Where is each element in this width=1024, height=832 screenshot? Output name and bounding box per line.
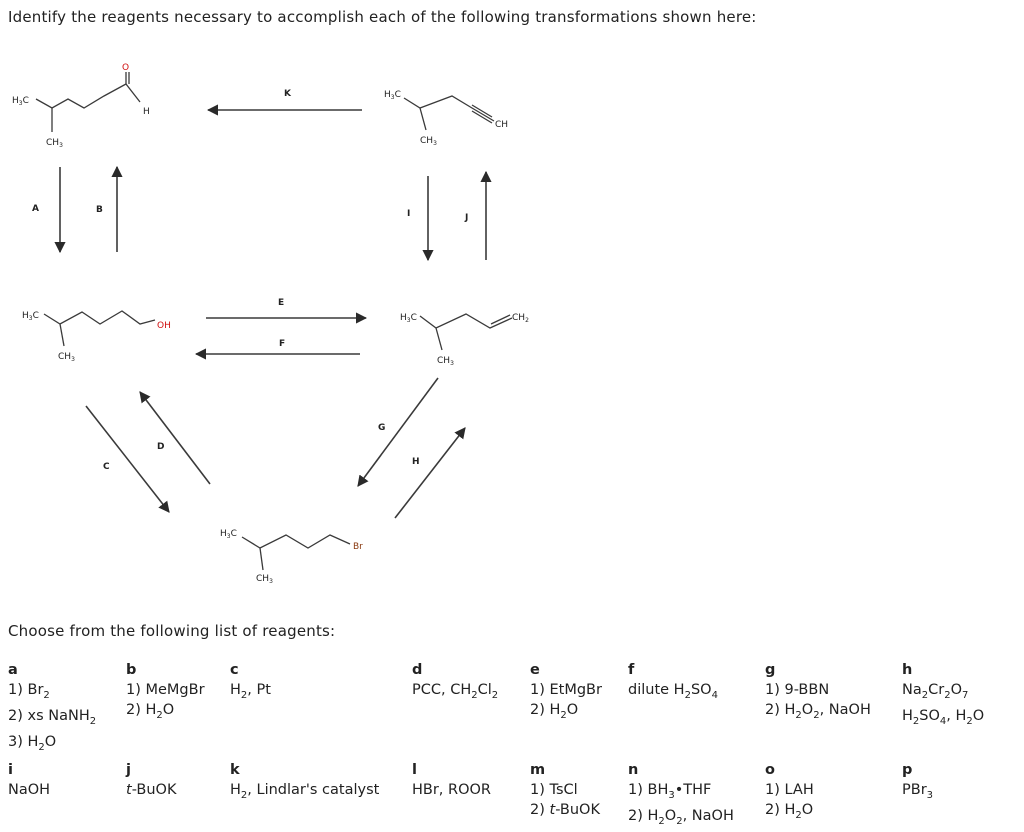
- reagent-line: t-BuOK: [126, 782, 177, 798]
- reagent-letter: g: [765, 662, 776, 678]
- reagent-letter: o: [765, 762, 775, 778]
- atom-h3c: H3C: [220, 529, 237, 540]
- atom-h3c: H3C: [400, 313, 417, 324]
- arrow-label-c: C: [103, 462, 110, 472]
- molecule-bromide: H3C CH3 Br: [220, 529, 363, 585]
- atom-ch: CH: [495, 120, 508, 130]
- reagent-line: 2) H2O: [530, 702, 579, 721]
- reagent-letter: e: [530, 662, 540, 678]
- arrow-h: [394, 427, 466, 519]
- reagent-option-a: a 1) Br2 2) xs NaNH2 3) H2O: [8, 660, 96, 758]
- reagent-letter: j: [126, 762, 131, 778]
- atom-ch3: CH3: [46, 138, 63, 149]
- reagent-line: 1) LAH: [765, 782, 814, 798]
- arrow-label-b: B: [96, 205, 103, 215]
- reagent-line: 1) EtMgBr: [530, 682, 602, 698]
- reagent-line: H2, Pt: [230, 682, 271, 701]
- reagent-line: 1) TsCl: [530, 782, 578, 798]
- reagent-option-j: j t-BuOK: [126, 760, 176, 800]
- atom-oh: OH: [157, 321, 171, 331]
- reagent-letter: b: [126, 662, 137, 678]
- reagent-line: dilute H2SO4: [628, 682, 718, 701]
- arrow-label-e: E: [278, 298, 284, 308]
- reagent-option-e: e 1) EtMgBr 2) H2O: [530, 660, 602, 726]
- atom-ch3: CH3: [420, 136, 437, 147]
- reagent-option-b: b 1) MeMgBr 2) H2O: [126, 660, 205, 726]
- reagent-letter: d: [412, 662, 423, 678]
- reagent-letter: h: [902, 662, 913, 678]
- arrow-label-d: D: [157, 442, 164, 452]
- reagent-letter: f: [628, 662, 635, 678]
- reagent-letter: l: [412, 762, 417, 778]
- reagent-option-f: f dilute H2SO4: [628, 660, 718, 706]
- atom-h3c: H3C: [12, 96, 29, 107]
- arrow-label-i: I: [407, 209, 410, 219]
- molecule-alkyne: H3C CH3 CH: [384, 90, 508, 147]
- molecule-alcohol: H3C CH3 OH: [22, 310, 171, 363]
- arrow-label-j: J: [464, 213, 468, 223]
- reagent-letter: a: [8, 662, 18, 678]
- reagent-option-o: o 1) LAH 2) H2O: [765, 760, 814, 826]
- atom-h3c: H3C: [22, 311, 39, 322]
- reagent-letter: i: [8, 762, 13, 778]
- arrow-label-g: G: [378, 423, 385, 433]
- reagent-line: 2) H2O2, NaOH: [628, 807, 734, 827]
- atom-h: H: [143, 107, 150, 117]
- reagent-line: 2) H2O: [126, 702, 175, 721]
- reagent-line: 1) 9-BBN: [765, 682, 830, 698]
- reagent-option-n: n 1) BH3•THF 2) H2O2, NaOH: [628, 760, 734, 832]
- reagent-line: 2) H2O: [765, 802, 814, 821]
- reagent-option-g: g 1) 9-BBN 2) H2O2, NaOH: [765, 660, 871, 726]
- reagent-letter: p: [902, 762, 913, 778]
- reaction-scheme: H3C CH3 H O H3C CH3 CH H3C CH3 OH H3C CH…: [12, 63, 529, 585]
- reagent-letter: n: [628, 762, 639, 778]
- question-text: Identify the reagents necessary to accom…: [8, 8, 757, 26]
- atom-ch3: CH3: [58, 352, 75, 363]
- reagent-line: 1) BH3•THF: [628, 782, 712, 801]
- arrow-d: [139, 391, 211, 485]
- reagent-letter: k: [230, 762, 240, 778]
- arrow-label-a: A: [32, 204, 39, 214]
- arrow-label-h: H: [412, 457, 420, 467]
- arrow-label-k: K: [284, 89, 292, 99]
- reagent-line: H2, Lindlar's catalyst: [230, 782, 380, 801]
- molecule-alkene: H3C CH3 CH2: [400, 313, 529, 367]
- reagent-letter: c: [230, 662, 239, 678]
- reagent-line: Na2Cr2O7: [902, 682, 969, 701]
- reagent-line: PBr3: [902, 782, 934, 801]
- atom-ch3: CH3: [256, 574, 273, 585]
- arrow-label-f: F: [279, 339, 285, 349]
- reagent-line: HBr, ROOR: [412, 782, 492, 798]
- reagent-list-heading: Choose from the following list of reagen…: [8, 622, 336, 640]
- atom-h3c: H3C: [384, 90, 401, 101]
- reagent-line: NaOH: [8, 782, 51, 798]
- reagent-line: 2) H2O2, NaOH: [765, 702, 871, 721]
- reagent-line: 3) H2O: [8, 733, 57, 753]
- reagent-line: 2) xs NaNH2: [8, 707, 97, 727]
- atom-ch3: CH3: [437, 356, 454, 367]
- atom-br: Br: [353, 542, 363, 552]
- atom-o: O: [122, 63, 129, 73]
- arrow-g: [357, 377, 439, 487]
- reagent-line: 1) MeMgBr: [126, 682, 205, 698]
- reagent-line: 2) t-BuOK: [530, 802, 600, 818]
- reagent-line: H2SO4, H2O: [902, 707, 985, 727]
- reagent-line: 1) Br2: [8, 682, 50, 701]
- reagent-line: PCC, CH2Cl2: [412, 682, 499, 701]
- reagent-option-m: m 1) TsCl 2) t-BuOK: [530, 760, 600, 820]
- molecule-aldehyde: H3C CH3 H O: [12, 63, 150, 149]
- arrow-c: [85, 405, 170, 513]
- atom-ch2: CH2: [512, 313, 529, 324]
- reagent-letter: m: [530, 762, 546, 778]
